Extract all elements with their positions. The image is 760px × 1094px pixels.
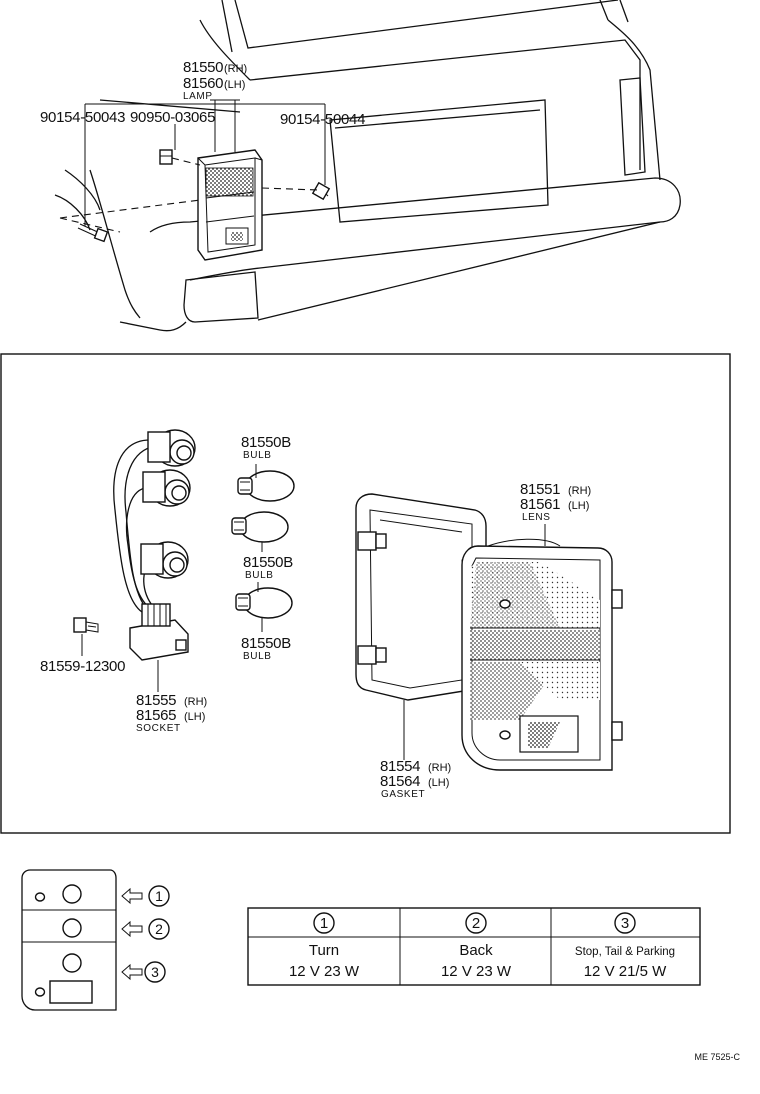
bulb-lower-number: 81550B bbox=[241, 635, 291, 652]
table-num-3: 3 bbox=[621, 915, 629, 932]
lamp-lh-number: 81560 bbox=[183, 75, 223, 92]
tail-lamp-assembly bbox=[197, 149, 263, 261]
bulb-lower-name: BULB bbox=[243, 651, 272, 662]
lens-rh-side: (RH) bbox=[568, 485, 591, 497]
turn-bulb-position-icon bbox=[62, 884, 82, 904]
screw-right-number: 90154-50044 bbox=[280, 111, 365, 128]
table-column-turn: 1 Turn 12 V 23 W bbox=[289, 912, 360, 980]
lens-lh-number: 81561 bbox=[520, 496, 560, 513]
stop-bulb-position-icon bbox=[62, 953, 82, 973]
socket-rh-side: (RH) bbox=[184, 696, 207, 708]
marker-arrow-3: 3 bbox=[121, 961, 166, 983]
lamp-lh-side: (LH) bbox=[224, 79, 245, 91]
table-name-back: Back bbox=[459, 942, 493, 959]
bulb-upper-number: 81550B bbox=[241, 434, 291, 451]
socket-screw-icon bbox=[73, 617, 99, 656]
table-spec-turn: 12 V 23 W bbox=[289, 963, 360, 980]
bulb-middle-name: BULB bbox=[245, 570, 274, 581]
socket-lh-side: (LH) bbox=[184, 711, 205, 723]
lamp-rh-number: 81550 bbox=[183, 59, 223, 76]
marker-3-label: 3 bbox=[151, 964, 159, 980]
marker-arrow-1: 1 bbox=[121, 885, 170, 907]
exploded-view-frame bbox=[0, 353, 731, 834]
table-num-2: 2 bbox=[472, 915, 480, 932]
lamp-name: LAMP bbox=[183, 91, 213, 102]
socket-rh-number: 81555 bbox=[136, 692, 176, 709]
bulb-upper-name: BULB bbox=[243, 450, 272, 461]
socket-screw-number: 81559-12300 bbox=[40, 658, 125, 675]
bulb-middle-icon bbox=[231, 511, 289, 552]
connector-icon bbox=[129, 603, 189, 661]
lens-illustration bbox=[461, 524, 623, 771]
bulb-upper-icon bbox=[237, 464, 295, 502]
table-spec-stop: 12 V 21/5 W bbox=[584, 963, 667, 980]
gasket-lh-number: 81564 bbox=[380, 773, 420, 790]
table-column-back: 2 Back 12 V 23 W bbox=[441, 912, 512, 980]
clip-number: 90950-03065 bbox=[130, 109, 215, 126]
lens-lh-side: (LH) bbox=[568, 500, 589, 512]
marker-2-label: 2 bbox=[155, 921, 163, 937]
screw-left-icon bbox=[77, 223, 109, 243]
socket-harness bbox=[113, 429, 196, 692]
bulb-middle-number: 81550B bbox=[243, 554, 293, 571]
gasket-illustration bbox=[355, 493, 487, 760]
table-column-stop-tail-parking: 3 Stop, Tail & Parking 12 V 21/5 W bbox=[575, 912, 675, 980]
socket-middle-icon bbox=[142, 469, 191, 507]
table-num-1: 1 bbox=[320, 915, 328, 932]
lamp-rh-side: (RH) bbox=[224, 63, 247, 75]
socket-lower-icon bbox=[140, 541, 189, 579]
table-name-stop: Stop, Tail & Parking bbox=[575, 946, 675, 958]
bulb-spec-table: 1 Turn 12 V 23 W 2 Back 12 V 23 W 3 Stop… bbox=[247, 907, 701, 986]
back-bulb-position-icon bbox=[62, 918, 82, 938]
lens-rh-number: 81551 bbox=[520, 481, 560, 498]
gasket-rh-number: 81554 bbox=[380, 758, 420, 775]
screw-right-icon bbox=[311, 181, 331, 201]
drawing-code: ME 7525-C bbox=[694, 1052, 740, 1062]
bulb-lower-icon bbox=[235, 582, 293, 632]
marker-arrow-2: 2 bbox=[121, 918, 170, 940]
table-name-turn: Turn bbox=[309, 942, 339, 959]
socket-upper-icon bbox=[147, 429, 196, 467]
socket-lh-number: 81565 bbox=[136, 707, 176, 724]
gasket-rh-side: (RH) bbox=[428, 762, 451, 774]
marker-1-label: 1 bbox=[155, 888, 163, 904]
clip-icon bbox=[159, 149, 173, 165]
gasket-name: GASKET bbox=[381, 789, 425, 800]
bulb-position-diagram: 1 2 3 bbox=[21, 869, 170, 1011]
lens-name: LENS bbox=[522, 512, 551, 523]
table-spec-back: 12 V 23 W bbox=[441, 963, 512, 980]
socket-name: SOCKET bbox=[136, 723, 181, 734]
screw-left-number: 90154-50043 bbox=[40, 109, 125, 126]
vehicle-rear-illustration bbox=[54, 0, 681, 332]
gasket-lh-side: (LH) bbox=[428, 777, 449, 789]
